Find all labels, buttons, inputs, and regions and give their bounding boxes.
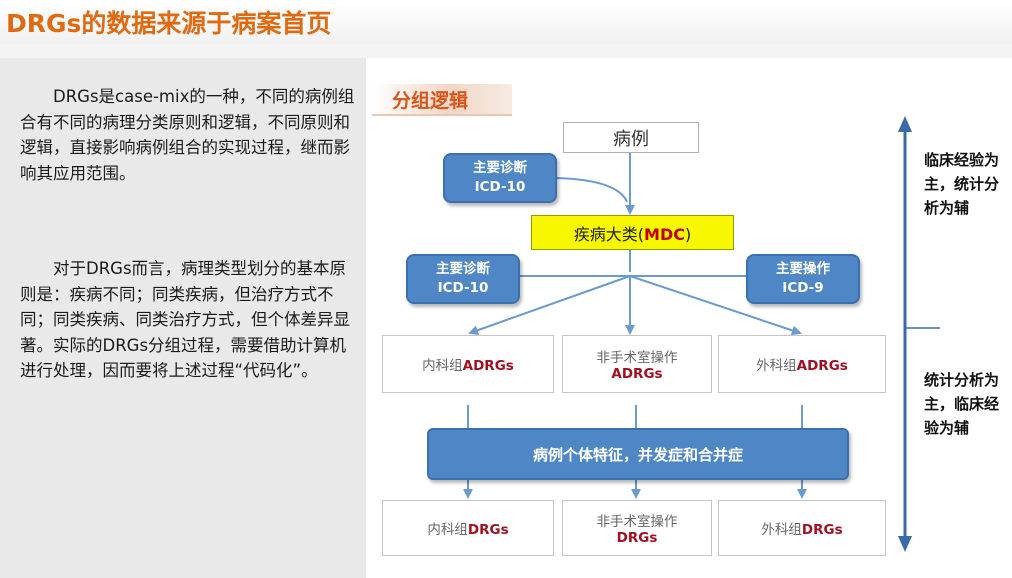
adrg-medical-box: 内科组ADRGs (382, 335, 554, 393)
diag1-title: 主要诊断 (473, 160, 527, 176)
adrg-nonsurgical-code: ADRGs (611, 366, 663, 382)
adrg-surgical-code: ADRGs (796, 358, 848, 374)
principle-paragraph: 对于DRGs而言，病理类型划分的基本原则是：疾病不同；同类疾病，但治疗方式不同；… (20, 259, 350, 381)
mdc-prefix: 疾病大类( (573, 224, 645, 244)
mdc-box: 疾病大类(MDC) (531, 215, 734, 250)
drg-surgical-box: 外科组DRGs (718, 500, 886, 556)
intro-paragraph: DRGs是case-mix的一种，不同的病例组合有不同的病理分类原则和逻辑，不同… (20, 87, 355, 183)
individual-features-bar: 病例个体特征，并发症和合并症 (427, 428, 849, 480)
main-procedure-box: 主要操作 ICD-9 (746, 254, 860, 304)
page-title: DRGs的数据来源于病案首页 (6, 9, 332, 38)
diag2-title: 主要诊断 (436, 261, 490, 277)
diag1-curve (556, 177, 628, 203)
drg-nonsurgical-box: 非手术室操作 DRGs (562, 500, 712, 556)
drg-surgical-code: DRGs (801, 522, 843, 538)
mdc-suffix: ) (684, 224, 692, 244)
drg-medical-prefix: 内科组 (427, 522, 468, 538)
main-diagnosis-box-1: 主要诊断 ICD-10 (443, 153, 557, 203)
drg-medical-code: DRGs (467, 522, 509, 538)
adrg-medical-prefix: 内科组 (422, 358, 463, 374)
main-diagnosis-box-2: 主要诊断 ICD-10 (406, 254, 520, 304)
side-note-top: 临床经验为主，统计分析为辅 (924, 151, 1000, 217)
to-adrg-right (629, 275, 802, 336)
case-box: 病例 (563, 122, 699, 153)
adrg-nonsurgical-box: 非手术室操作 ADRGs (562, 335, 712, 393)
drg-surgical-prefix: 外科组 (761, 522, 802, 538)
adrg-medical-code: ADRGs (462, 358, 514, 374)
case-label: 病例 (613, 128, 649, 150)
adrg-nonsurgical-prefix: 非手术室操作 (596, 350, 678, 366)
side-note-bottom: 统计分析为主，临床经验为辅 (924, 371, 1000, 437)
section-title-text: 分组逻辑 (392, 90, 469, 112)
left-text-panel (0, 58, 366, 578)
header-bar: DRGs的数据来源于病案首页 (0, 0, 1012, 44)
adrg-surgical-prefix: 外科组 (756, 358, 797, 374)
mdc-code: MDC (644, 224, 685, 244)
side-axis-up-arrow (898, 116, 912, 132)
proc-code: ICD-9 (782, 280, 824, 296)
side-axis-down-arrow (898, 536, 912, 552)
diag2-code: ICD-10 (437, 280, 489, 296)
to-adrg-left (468, 275, 631, 336)
diag1-code: ICD-10 (474, 179, 526, 195)
section-title: 分组逻辑 (372, 84, 512, 116)
drg-nonsurgical-code: DRGs (616, 530, 658, 546)
individual-features-label: 病例个体特征，并发症和合并症 (532, 445, 743, 464)
drg-nonsurgical-prefix: 非手术室操作 (596, 514, 678, 530)
drg-medical-box: 内科组DRGs (382, 500, 554, 556)
proc-title: 主要操作 (776, 261, 830, 277)
adrg-surgical-box: 外科组ADRGs (718, 335, 886, 393)
